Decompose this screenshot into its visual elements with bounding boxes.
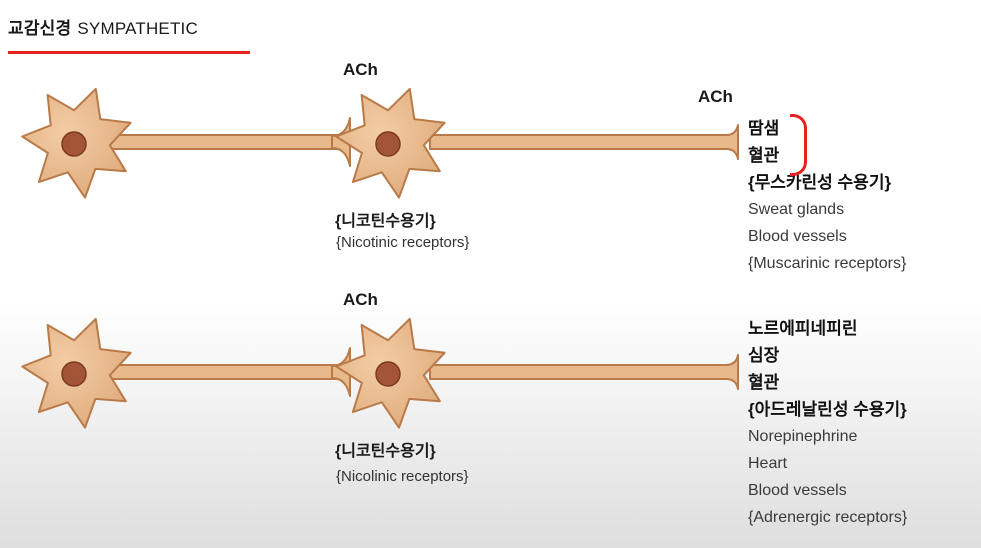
- receptor-label-top-en: {Nicotinic receptors}: [336, 234, 470, 251]
- preganglionic-cell-body-nucleus: [61, 361, 87, 387]
- postganglionic-cell-body-nucleus: [375, 131, 401, 157]
- page-title: 교감신경 SYMPATHETIC: [8, 14, 198, 39]
- title-korean: 교감신경: [8, 19, 72, 38]
- target-blood-vessels-en: Blood vessels: [748, 228, 847, 245]
- ach-label-bottom-pre: ACh: [343, 290, 378, 309]
- postganglionic-cell-body-nucleus: [375, 361, 401, 387]
- bottom-targets: 노르에피네피린 심장 혈관 {아드레날린성 수용기} Norepinephrin…: [748, 315, 907, 531]
- target-receptor-ko: {아드레날린성 수용기}: [748, 400, 907, 419]
- ach-label-top-post: ACh: [698, 87, 733, 106]
- header: 교감신경 SYMPATHETIC: [8, 14, 250, 54]
- highlight-bracket: [790, 114, 807, 176]
- top-pathway: [21, 87, 739, 199]
- receptor-label-bottom-en: {Nicolinic receptors}: [336, 468, 469, 485]
- target-receptor-ko: {무스카린성 수용기}: [748, 173, 892, 192]
- target-norepinephrine-en: Norepinephrine: [748, 428, 858, 445]
- target-blood-vessels-ko: 혈관: [748, 373, 780, 392]
- target-norepinephrine-ko: 노르에피네피린: [748, 319, 858, 338]
- preganglionic-cell-body-nucleus: [61, 131, 87, 157]
- target-receptor-en: {Adrenergic receptors}: [748, 509, 908, 526]
- target-blood-vessels-ko: 혈관: [748, 146, 780, 165]
- ach-label-top-pre: ACh: [343, 60, 378, 79]
- receptor-label-bottom-ko: {니코틴수용기}: [335, 443, 436, 460]
- postganglionic-axon: [429, 354, 739, 390]
- preganglionic-axon: [109, 354, 351, 390]
- title-underline: [8, 51, 250, 54]
- target-sweat-glands-ko: 땀샘: [748, 119, 780, 138]
- bottom-pathway: [21, 317, 739, 429]
- target-receptor-en: {Muscarinic receptors}: [748, 255, 907, 272]
- title-english: SYMPATHETIC: [77, 19, 198, 38]
- top-targets: 땀샘 혈관 {무스카린성 수용기} Sweat glands Blood ves…: [748, 115, 906, 277]
- preganglionic-axon: [109, 124, 351, 160]
- target-sweat-glands-en: Sweat glands: [748, 201, 845, 218]
- postganglionic-axon: [429, 124, 739, 160]
- receptor-label-top-ko: {니코틴수용기}: [335, 213, 436, 230]
- target-blood-vessels-en: Blood vessels: [748, 482, 847, 499]
- target-heart-ko: 심장: [748, 346, 780, 365]
- target-heart-en: Heart: [748, 455, 788, 472]
